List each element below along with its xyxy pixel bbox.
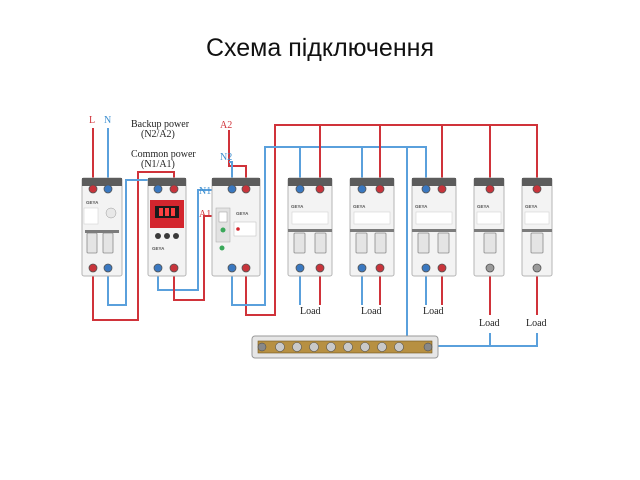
test-button-icon: [105, 207, 117, 219]
wire-ats-neutral-bus: [231, 146, 408, 346]
label-backup-power: Backup power: [131, 119, 190, 130]
toggle-lever[interactable]: [417, 232, 430, 254]
wire-relay-to-n1: [157, 189, 232, 291]
load-breaker-2p: GEYA: [411, 177, 457, 277]
toggle-lever[interactable]: [374, 232, 387, 254]
status-led-icon: [220, 227, 226, 233]
input-breaker-2p: GEYA: [81, 177, 123, 277]
mounting-screw-icon: [257, 342, 267, 352]
wire-breaker-to-relay-l: [92, 171, 175, 321]
page-title: Схема підключення: [206, 34, 434, 62]
neutral-terminal-bar: [251, 335, 439, 359]
label-common-power: Common power: [131, 149, 196, 160]
label-l: L: [89, 115, 95, 126]
label-load: Load: [300, 306, 321, 317]
label-load: Load: [361, 306, 382, 317]
relay-button-icon[interactable]: [173, 233, 179, 239]
terminal-n-in: [103, 184, 113, 194]
toggle-lever[interactable]: [293, 232, 306, 254]
svg-text:GEYA: GEYA: [415, 204, 428, 209]
label-backup-power-sub: (N2/A2): [141, 129, 175, 140]
label-n2: N2: [220, 152, 232, 163]
load-breaker-2p: GEYA: [349, 177, 395, 277]
svg-text:GEYA: GEYA: [291, 204, 304, 209]
terminal-l-in: [88, 184, 98, 194]
ats-selector[interactable]: [218, 211, 228, 223]
wire-a2-backup: [228, 130, 247, 188]
load-breaker-1p: GEYA: [521, 177, 553, 277]
svg-text:GEYA: GEYA: [86, 200, 99, 205]
svg-text:GEYA: GEYA: [477, 204, 490, 209]
label-a2: A2: [220, 120, 232, 131]
mounting-screw-icon: [423, 342, 433, 352]
svg-text:GEYA: GEYA: [236, 211, 249, 216]
relay-button-icon[interactable]: [155, 233, 161, 239]
toggle-lever[interactable]: [437, 232, 450, 254]
relay-button-icon[interactable]: [164, 233, 170, 239]
wire-ats-phase-bus: [245, 124, 538, 316]
label-n: N: [104, 115, 111, 126]
svg-text:GEYA: GEYA: [353, 204, 366, 209]
toggle-lever[interactable]: [483, 232, 497, 254]
load-breaker-2p: GEYA: [287, 177, 333, 277]
svg-text:GEYA: GEYA: [152, 246, 165, 251]
label-a1: A1: [199, 209, 211, 220]
toggle-lever[interactable]: [530, 232, 544, 254]
terminal-screws: [275, 342, 404, 352]
voltage-relay: GEYA: [147, 177, 187, 277]
toggle-lever[interactable]: [355, 232, 368, 254]
load-breaker-1p: GEYA: [473, 177, 505, 277]
ats-switch: GEYA: [211, 177, 261, 277]
toggle-lever[interactable]: [314, 232, 327, 254]
label-common-power-sub: (N1/A1): [141, 159, 175, 170]
label-load: Load: [479, 318, 500, 329]
svg-text:GEYA: GEYA: [525, 204, 538, 209]
label-load: Load: [526, 318, 547, 329]
label-n1: N1: [199, 186, 211, 197]
toggle-lever[interactable]: [102, 232, 114, 254]
status-led-icon: [219, 245, 225, 251]
toggle-lever[interactable]: [86, 232, 98, 254]
label-load: Load: [423, 306, 444, 317]
